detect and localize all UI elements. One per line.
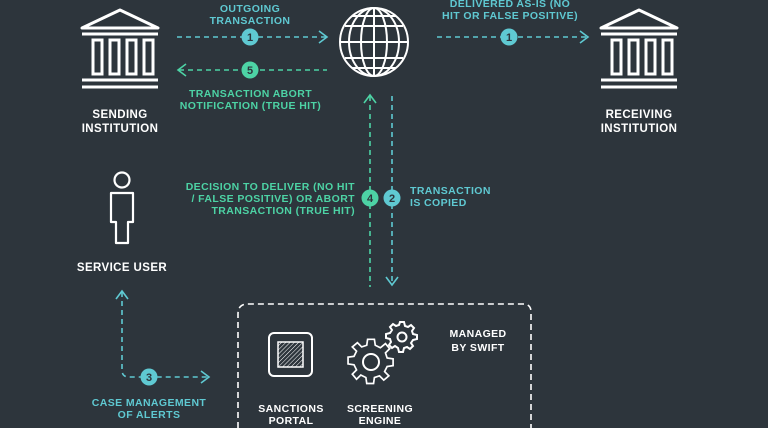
decision-label: DECISION TO DELIVER (NO HIT/ FALSE POSIT…: [185, 181, 355, 217]
service-user-label: SERVICE USER: [76, 262, 168, 274]
globe-icon: [339, 7, 409, 77]
managed-by-swift-box: [237, 303, 532, 428]
step-badge: 5: [241, 61, 259, 79]
arrow-decision: [363, 93, 377, 287]
step-number: 2: [389, 193, 395, 205]
step-number: 3: [146, 372, 152, 384]
receiving-bank-icon: [599, 8, 679, 89]
step-badge: 3: [140, 368, 158, 386]
step-number: 1: [247, 32, 253, 44]
step-badge: 1: [241, 28, 259, 46]
step-number: 5: [247, 65, 253, 77]
step-number: 4: [367, 193, 374, 205]
arrow-case-management: [115, 289, 211, 384]
person-icon: [109, 171, 135, 245]
step-badge: 4: [361, 189, 379, 207]
portal-icon: [268, 332, 313, 377]
step-badge: 2: [383, 189, 401, 207]
step-number: 1: [506, 32, 512, 44]
sending-bank-icon: [80, 8, 160, 89]
step-badge: 1: [500, 28, 518, 46]
gear-icon: [347, 321, 418, 385]
